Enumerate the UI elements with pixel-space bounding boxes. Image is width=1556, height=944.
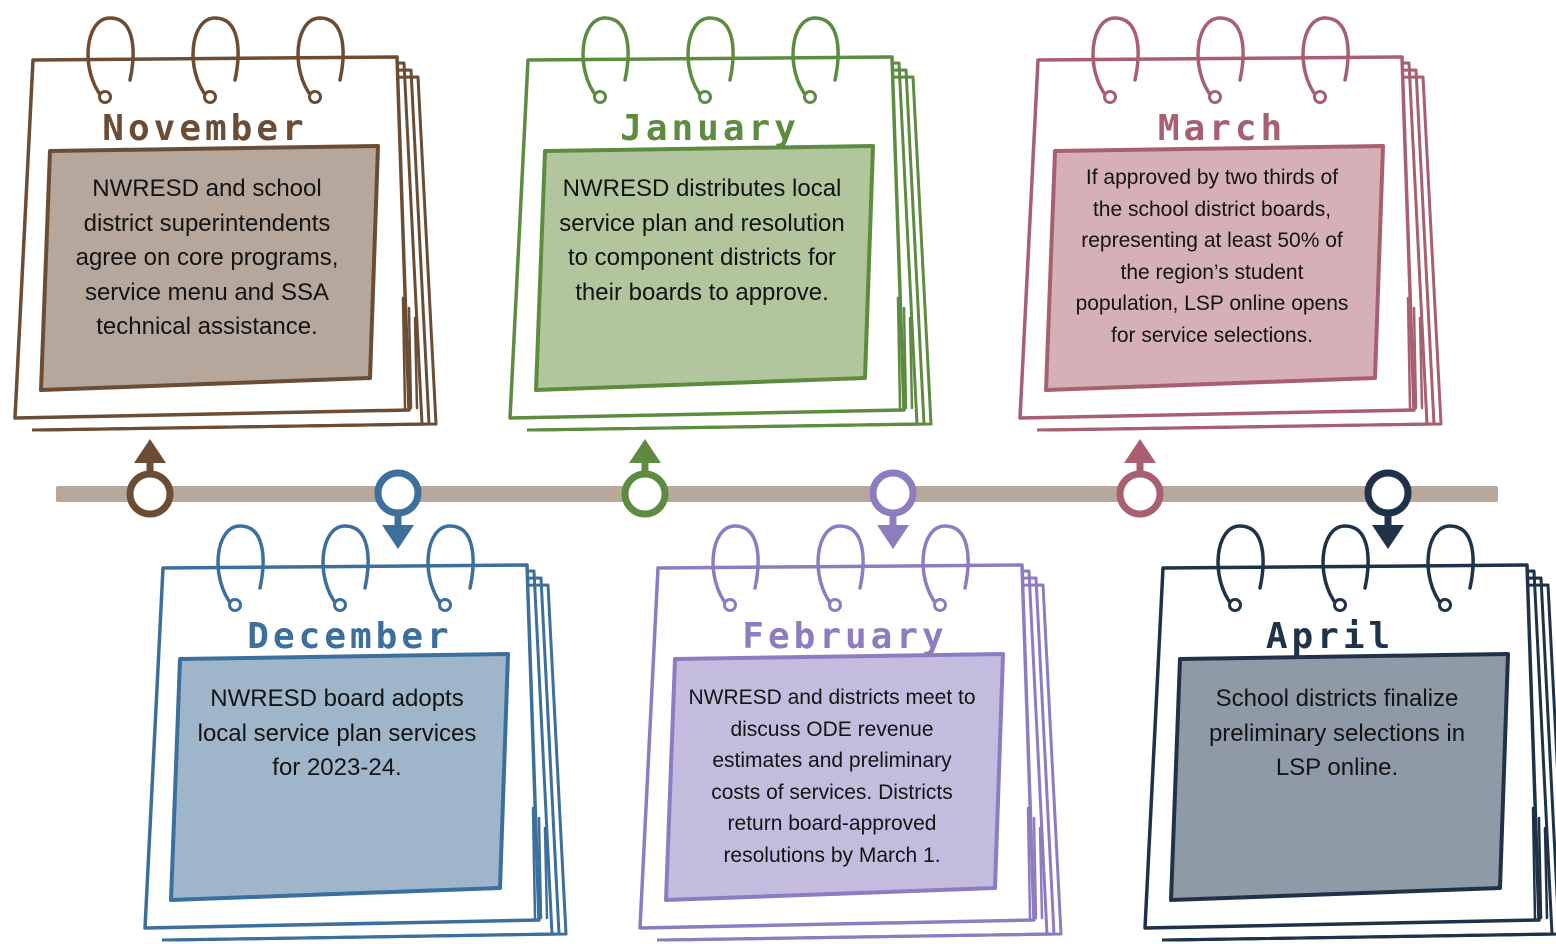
note-panel bbox=[664, 652, 1005, 902]
month-title: April bbox=[1266, 616, 1394, 657]
note-text-january: NWRESD distributes local service plan an… bbox=[559, 175, 845, 306]
month-title: November bbox=[102, 108, 307, 149]
calendar-january: January bbox=[508, 16, 933, 432]
ring-icon bbox=[1321, 524, 1370, 607]
arrow-up-icon bbox=[1124, 439, 1156, 463]
ring-icon bbox=[1301, 16, 1350, 99]
marker-january bbox=[621, 439, 669, 518]
note-panel bbox=[534, 144, 875, 392]
calendar-march: March bbox=[1018, 16, 1443, 432]
ring-icon bbox=[686, 16, 735, 99]
marker-december bbox=[374, 469, 422, 549]
ring-icon bbox=[1426, 524, 1475, 607]
marker-april bbox=[1364, 469, 1412, 549]
month-title: March bbox=[1158, 108, 1286, 149]
ring-icon bbox=[216, 524, 265, 607]
arrow-up-icon bbox=[629, 439, 661, 463]
arrow-down-icon bbox=[1372, 525, 1404, 549]
marker-february bbox=[869, 469, 917, 549]
ring-icon bbox=[791, 16, 840, 99]
note-panel bbox=[39, 144, 380, 392]
month-title: February bbox=[742, 616, 947, 657]
note-text-march: If approved by two thirds of the school … bbox=[1075, 166, 1349, 347]
arrow-down-icon bbox=[382, 525, 414, 549]
ring-icon bbox=[581, 16, 630, 99]
calendar-november: November bbox=[13, 16, 438, 432]
ring-icon bbox=[816, 524, 865, 607]
ring-icon bbox=[1091, 16, 1140, 99]
ring-icon bbox=[191, 16, 240, 99]
note-text-november: NWRESD and school district superintenden… bbox=[75, 175, 339, 340]
ring-icon bbox=[711, 524, 760, 607]
ring-icon bbox=[426, 524, 475, 607]
ring-icon bbox=[1196, 16, 1245, 99]
month-title: January bbox=[620, 108, 800, 149]
calendar-february: February bbox=[638, 524, 1063, 942]
calendar-april: April bbox=[1143, 524, 1556, 942]
note-text-february: NWRESD and districts meet to discuss ODE… bbox=[688, 686, 976, 867]
calendar-december: December bbox=[143, 524, 568, 942]
note-text-april: School districts finalize preliminary se… bbox=[1208, 685, 1466, 781]
ring-icon bbox=[921, 524, 970, 607]
arrow-up-icon bbox=[134, 439, 166, 463]
note-panel bbox=[1044, 144, 1385, 392]
note-text-december: NWRESD board adopts local service plan s… bbox=[197, 685, 477, 781]
marker-november bbox=[126, 439, 174, 518]
ring-icon bbox=[86, 16, 135, 99]
month-title: December bbox=[247, 616, 452, 657]
marker-march bbox=[1116, 439, 1164, 518]
arrow-down-icon bbox=[877, 525, 909, 549]
timeline-line bbox=[56, 486, 1498, 502]
ring-icon bbox=[321, 524, 370, 607]
ring-icon bbox=[1216, 524, 1265, 607]
note-panel bbox=[1169, 652, 1510, 902]
ring-icon bbox=[296, 16, 345, 99]
note-panel bbox=[169, 652, 510, 902]
